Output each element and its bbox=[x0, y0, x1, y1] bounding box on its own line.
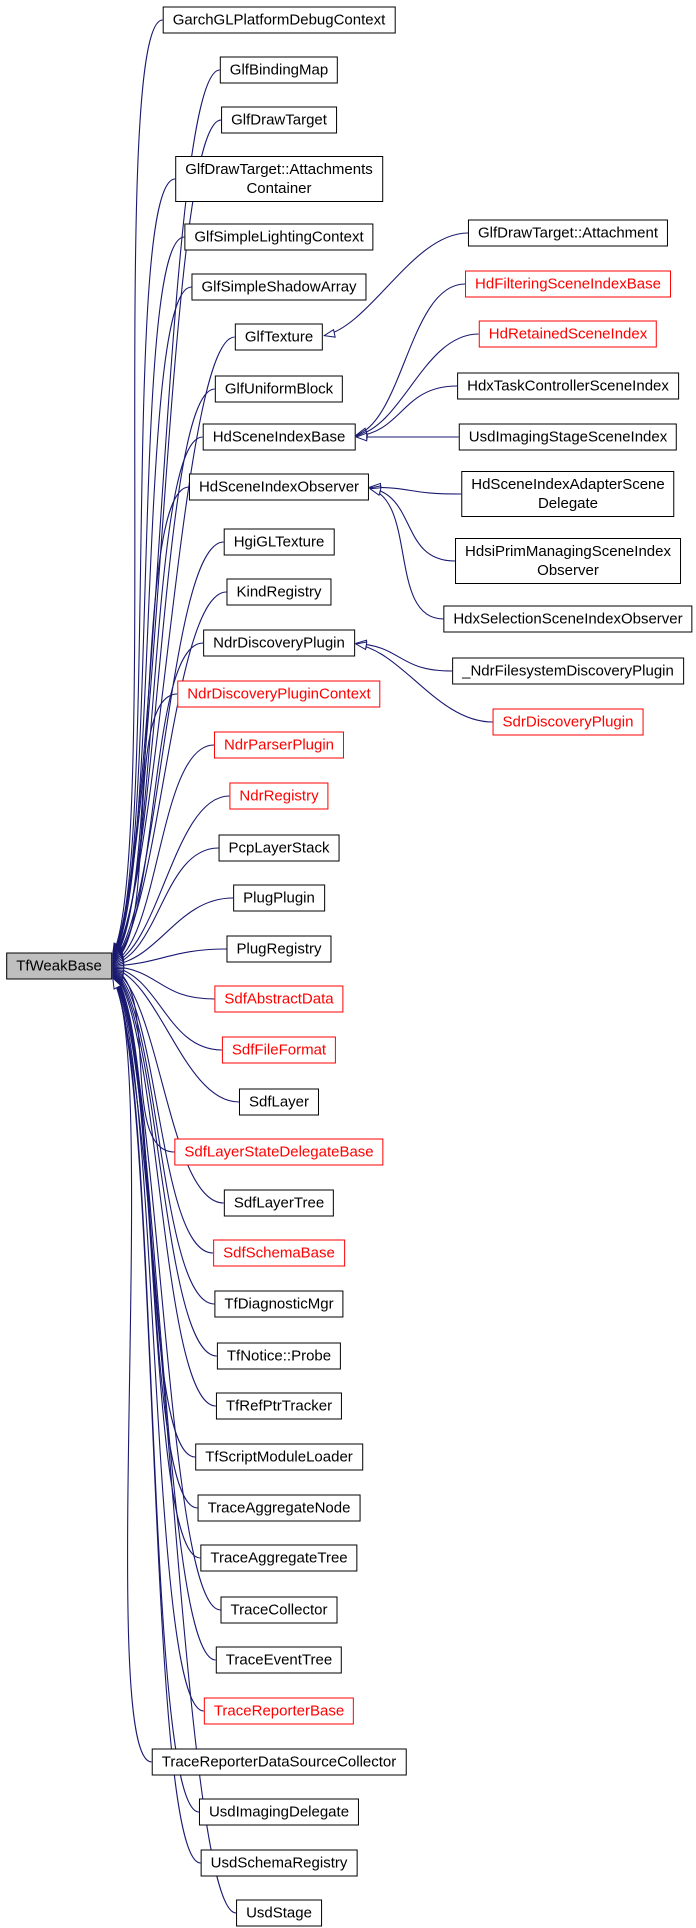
inheritance-edge-tfdiagnosticmgr bbox=[113, 970, 215, 1305]
inheritance-edge-tracereporterdatasourcecollector bbox=[113, 976, 152, 1763]
class-node-sdfabstractdata[interactable]: SdfAbstractData bbox=[214, 985, 344, 1013]
class-node-hdfilteringsceneindexbase[interactable]: HdFilteringSceneIndexBase bbox=[465, 270, 671, 298]
inheritance-edge-tfrefptrtracker bbox=[113, 972, 216, 1407]
class-node-tfscriptmoduleloader[interactable]: TfScriptModuleLoader bbox=[195, 1443, 363, 1471]
class-node-tracereporterbase[interactable]: TraceReporterBase bbox=[203, 1697, 355, 1725]
class-node-glfuniformblock[interactable]: GlfUniformBlock bbox=[214, 375, 344, 403]
inheritance-edge-ndrdiscoveryplugincontext bbox=[113, 693, 178, 963]
class-node-sdrdiscoveryplugin[interactable]: SdrDiscoveryPlugin bbox=[492, 708, 644, 736]
inheritance-edge-hgigltexture bbox=[113, 541, 224, 961]
class-node-ndrparserplugin[interactable]: NdrParserPlugin bbox=[213, 731, 345, 759]
class-node-ndrdiscoveryplugincontext[interactable]: NdrDiscoveryPluginContext bbox=[177, 680, 381, 708]
class-node-glfsimplelightingcontext[interactable]: GlfSimpleLightingContext bbox=[184, 223, 374, 251]
class-node-hdxtaskcontrollersceneindex[interactable]: HdxTaskControllerSceneIndex bbox=[457, 372, 679, 400]
class-node-ndrdiscoveryplugin[interactable]: NdrDiscoveryPlugin bbox=[203, 629, 355, 657]
inheritance-edge-glfdrawtargetattachment bbox=[324, 232, 469, 336]
class-node-plugregistry[interactable]: PlugRegistry bbox=[226, 935, 332, 963]
inheritance-edge-sdfschemabase bbox=[113, 970, 214, 1254]
class-node-glftexture[interactable]: GlfTexture bbox=[234, 323, 324, 351]
class-node-ndrfilesystemdiscoveryplugin[interactable]: _NdrFilesystemDiscoveryPlugin bbox=[452, 657, 684, 685]
inheritance-edge-ndrparserplugin bbox=[113, 744, 215, 963]
inheritance-edge-ndrregistry bbox=[113, 795, 230, 964]
class-node-sdfschemabase[interactable]: SdfSchemaBase bbox=[213, 1239, 345, 1267]
class-node-plugplugin[interactable]: PlugPlugin bbox=[233, 884, 325, 912]
class-node-traceaggregatenode[interactable]: TraceAggregateNode bbox=[197, 1494, 361, 1522]
class-node-sdflayer[interactable]: SdfLayer bbox=[238, 1088, 320, 1116]
class-node-tfdiagnosticmgr[interactable]: TfDiagnosticMgr bbox=[214, 1290, 344, 1318]
inheritance-edge-ndrfilesystemdiscoveryplugin bbox=[356, 643, 453, 672]
inheritance-edge-hdsiprimmanagingsceneindexobserver bbox=[370, 488, 456, 562]
inheritance-edge-sdfabstractdata bbox=[113, 966, 215, 1000]
class-node-usdschemaregistry[interactable]: UsdSchemaRegistry bbox=[200, 1849, 358, 1877]
inheritance-edge-hdfilteringsceneindexbase bbox=[356, 283, 466, 435]
inheritance-edge-sdflayer bbox=[113, 968, 240, 1103]
class-node-sdflayerstatedelegatebase[interactable]: SdfLayerStateDelegateBase bbox=[174, 1138, 384, 1166]
class-node-glfbindingmap[interactable]: GlfBindingMap bbox=[219, 56, 339, 84]
inheritance-edge-sdffileformat bbox=[113, 967, 222, 1051]
class-node-tfrefptrtracker[interactable]: TfRefPtrTracker bbox=[215, 1392, 343, 1420]
class-node-pcplayerstack[interactable]: PcpLayerStack bbox=[218, 834, 340, 862]
inheritance-edge-hdretainedsceneindex bbox=[356, 333, 479, 436]
inheritance-edge-glfsimpleshadowarray bbox=[113, 286, 192, 957]
class-node-sdflayertree[interactable]: SdfLayerTree bbox=[223, 1189, 335, 1217]
class-node-usdimagingstagesceneindex[interactable]: UsdImagingStageSceneIndex bbox=[458, 423, 678, 451]
class-node-hdretainedsceneindex[interactable]: HdRetainedSceneIndex bbox=[478, 320, 658, 348]
class-node-tfnoticeprobe[interactable]: TfNotice::Probe bbox=[216, 1342, 342, 1370]
class-node-garchglplatformdebugcontext[interactable]: GarchGLPlatformDebugContext bbox=[162, 6, 396, 34]
class-node-hdsiprimmanagingsceneindexobserver[interactable]: HdsiPrimManagingSceneIndex Observer bbox=[455, 538, 681, 584]
inheritance-edge-usdschemaregistry bbox=[113, 978, 201, 1864]
class-node-sdffileformat[interactable]: SdfFileFormat bbox=[221, 1036, 337, 1064]
class-node-usdstage[interactable]: UsdStage bbox=[236, 1899, 322, 1927]
class-node-tracereporterdatasourcecollector[interactable]: TraceReporterDataSourceCollector bbox=[151, 1748, 407, 1776]
class-node-hdsceneindexadapterscenedelegate[interactable]: HdSceneIndexAdapterScene Delegate bbox=[461, 471, 675, 517]
inheritance-edge-traceeventtree bbox=[113, 975, 216, 1661]
inheritance-edge-sdrdiscoveryplugin bbox=[356, 644, 493, 723]
class-node-hgigltexture[interactable]: HgiGLTexture bbox=[223, 528, 335, 556]
class-node-kindregistry[interactable]: KindRegistry bbox=[226, 578, 332, 606]
class-node-glfdrawtargetattachmentscontainer[interactable]: GlfDrawTarget::Attachments Container bbox=[175, 156, 383, 202]
class-node-ndrregistry[interactable]: NdrRegistry bbox=[229, 782, 329, 810]
class-node-traceeventtree[interactable]: TraceEventTree bbox=[215, 1646, 343, 1674]
class-node-glfdrawtarget[interactable]: GlfDrawTarget bbox=[221, 106, 337, 134]
inheritance-edge-plugplugin bbox=[113, 897, 234, 965]
inheritance-edge-hdxtaskcontrollersceneindex bbox=[356, 385, 458, 436]
inheritance-edge-garchglplatformdebugcontext bbox=[113, 19, 163, 954]
class-node-traceaggregatetree[interactable]: TraceAggregateTree bbox=[200, 1544, 358, 1572]
inheritance-edge-tracecollector bbox=[113, 974, 221, 1611]
inheritance-edge-hdxselectionsceneindexobserver bbox=[370, 489, 444, 620]
inheritance-edge-glfdrawtargetattachmentscontainer bbox=[113, 178, 176, 956]
class-node-hdsceneindexbase[interactable]: HdSceneIndexBase bbox=[202, 423, 356, 451]
inheritance-edge-hdsceneindexadapterscenedelegate bbox=[370, 487, 462, 495]
inheritance-edge-sdflayertree bbox=[113, 969, 224, 1204]
class-node-usdimagingdelegate[interactable]: UsdImagingDelegate bbox=[198, 1798, 360, 1826]
class-node-glfdrawtargetattachment[interactable]: GlfDrawTarget::Attachment bbox=[467, 219, 669, 247]
inheritance-edge-tracereporterbase bbox=[113, 976, 204, 1712]
inheritance-edge-plugregistry bbox=[113, 948, 227, 966]
class-node-hdxselectionsceneindexobserver[interactable]: HdxSelectionSceneIndexObserver bbox=[443, 605, 693, 633]
inheritance-edge-glfsimplelightingcontext bbox=[113, 236, 185, 957]
inheritance-edge-pcplayerstack bbox=[113, 847, 219, 965]
class-node-glfsimpleshadowarray[interactable]: GlfSimpleShadowArray bbox=[191, 273, 367, 301]
class-node-tfweakbase: TfWeakBase bbox=[6, 952, 112, 980]
inheritance-edge-traceaggregatenode bbox=[113, 973, 198, 1509]
class-node-tracecollector[interactable]: TraceCollector bbox=[220, 1596, 338, 1624]
inheritance-edge-hdsceneindexobserver bbox=[113, 486, 190, 960]
class-node-hdsceneindexobserver[interactable]: HdSceneIndexObserver bbox=[188, 473, 370, 501]
inheritance-edge-tfnoticeprobe bbox=[113, 971, 217, 1357]
